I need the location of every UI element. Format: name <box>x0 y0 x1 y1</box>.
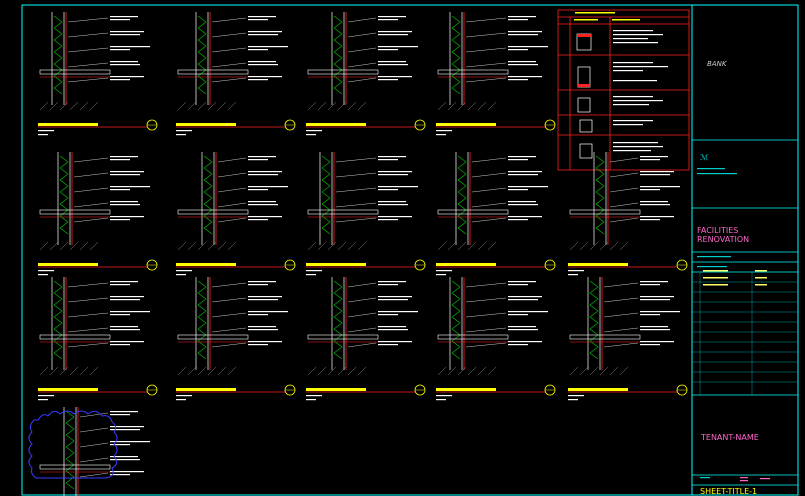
detail-1 <box>38 12 158 136</box>
detail-15 <box>39 407 150 496</box>
detail-6 <box>176 152 296 276</box>
revision-cloud <box>28 410 118 479</box>
detail-7 <box>306 152 426 276</box>
sheet-title: SHEET-TITLE-1 <box>700 487 758 496</box>
svg-text:ℳ: ℳ <box>700 153 709 162</box>
detail-12 <box>306 277 426 401</box>
project-title-line2: RENOVATION <box>697 235 750 244</box>
project-title: FACILITIES RENOVATION <box>697 226 749 244</box>
detail-10 <box>38 277 158 401</box>
tenant-name: TENANT-NAME <box>701 433 759 442</box>
firm-name: BANK <box>707 60 727 68</box>
detail-2 <box>176 12 296 136</box>
detail-9 <box>568 152 688 276</box>
detail-4 <box>436 12 556 136</box>
schedule-table <box>557 9 690 171</box>
detail-3 <box>306 12 426 136</box>
detail-8 <box>436 152 556 276</box>
detail-14 <box>568 277 688 401</box>
detail-13 <box>436 277 556 401</box>
detail-11 <box>176 277 296 401</box>
title-block: ℳ <box>692 139 798 486</box>
detail-5 <box>38 152 158 276</box>
detail-grid <box>38 12 688 496</box>
project-title-line1: FACILITIES <box>697 226 739 235</box>
